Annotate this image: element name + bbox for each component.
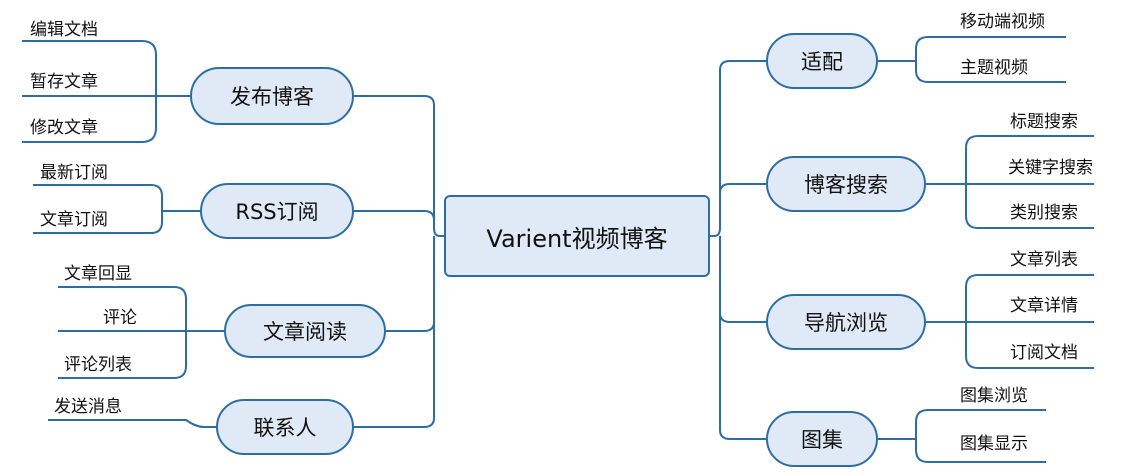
leaf-subscribe-document[interactable]: 订阅文档 [1010,343,1078,363]
leaf-gallery-display[interactable]: 图集显示 [960,434,1028,454]
leaf-mobile-video[interactable]: 移动端视频 [960,12,1045,32]
branch-rss-subscribe[interactable]: RSS订阅 [200,183,354,239]
branch-article-reading[interactable]: 文章阅读 [224,304,386,358]
leaf-article-echo[interactable]: 文章回显 [64,264,132,284]
leaf-keyword-search[interactable]: 关键字搜索 [1008,158,1093,178]
leaf-comment[interactable]: 评论 [103,308,137,328]
leaf-theme-video[interactable]: 主题视频 [960,58,1028,78]
leaf-latest-subscription[interactable]: 最新订阅 [40,163,108,183]
leaf-save-draft[interactable]: 暂存文章 [30,72,98,92]
leaf-gallery-browse[interactable]: 图集浏览 [960,386,1028,406]
branch-publish-blog[interactable]: 发布博客 [190,67,354,125]
leaf-send-message[interactable]: 发送消息 [54,397,122,417]
branch-gallery[interactable]: 图集 [766,411,878,467]
leaf-article-list[interactable]: 文章列表 [1010,250,1078,270]
leaf-comment-list[interactable]: 评论列表 [64,355,132,375]
branch-blog-search[interactable]: 博客搜索 [766,156,926,212]
branch-adapt[interactable]: 适配 [766,33,878,89]
leaf-category-search[interactable]: 类别搜索 [1010,203,1078,223]
leaf-article-detail[interactable]: 文章详情 [1010,296,1078,316]
leaf-title-search[interactable]: 标题搜索 [1010,112,1078,132]
leaf-edit-document[interactable]: 编辑文档 [30,20,98,40]
branch-contacts[interactable]: 联系人 [216,399,354,455]
root-node[interactable]: Varient视频博客 [444,195,710,277]
leaf-article-subscription[interactable]: 文章订阅 [40,210,108,230]
branch-nav-browse[interactable]: 导航浏览 [766,294,926,350]
leaf-modify-article[interactable]: 修改文章 [30,118,98,138]
